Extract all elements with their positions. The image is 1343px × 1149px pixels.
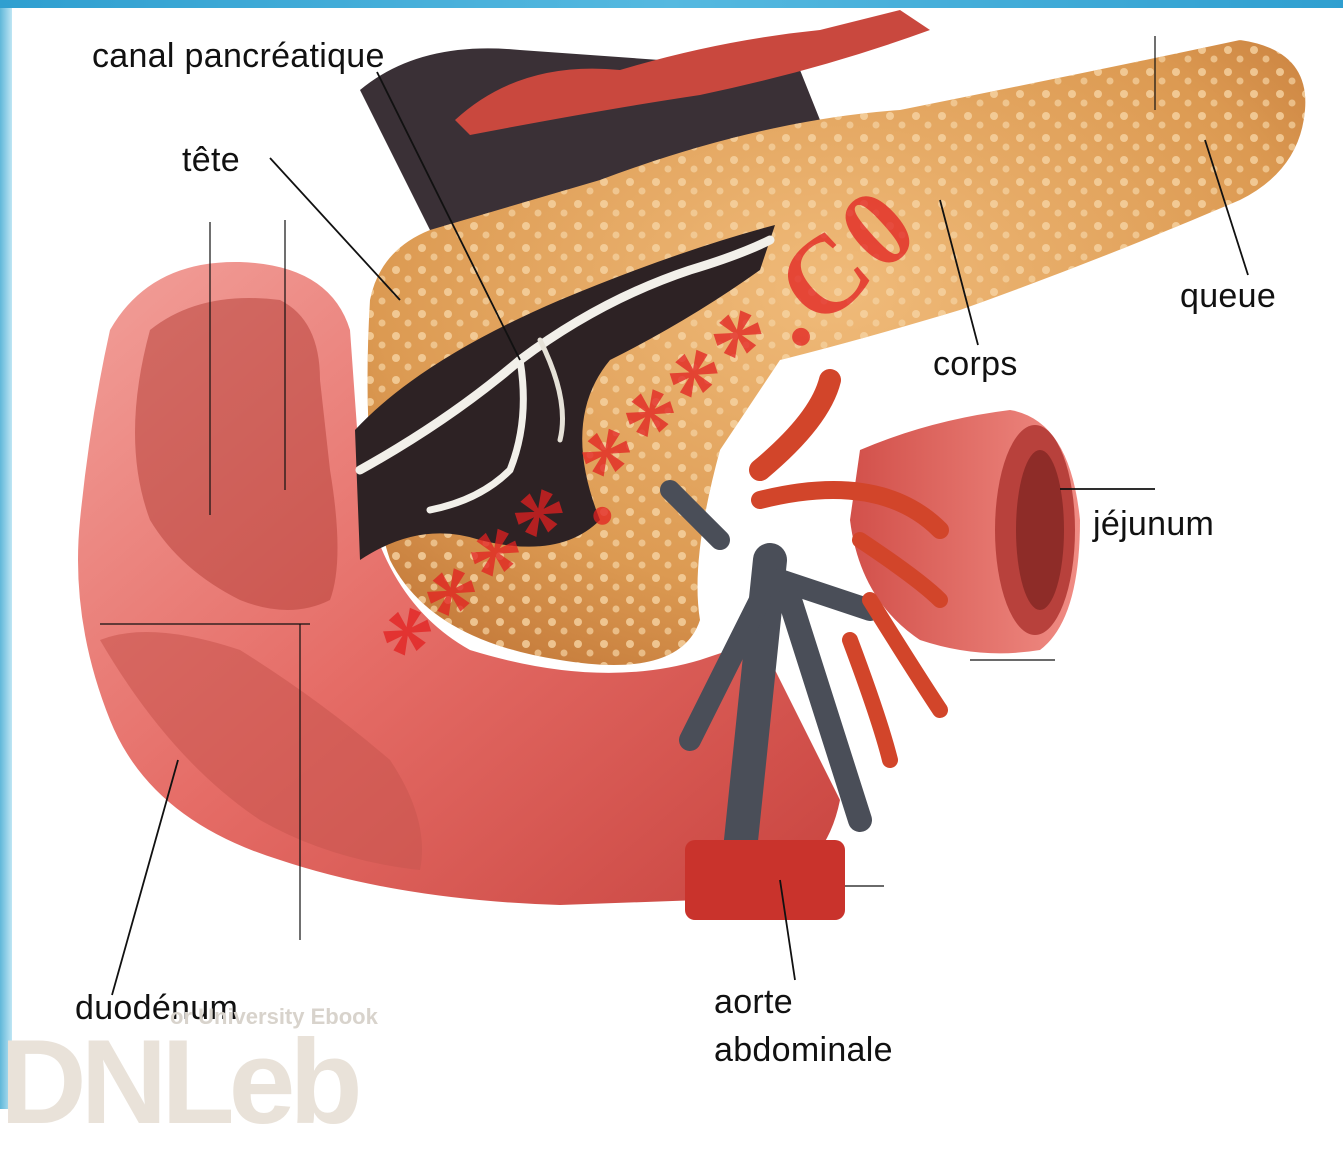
label-tete: tête (182, 142, 240, 178)
label-canal-pancreatique: canal pancréatique (92, 38, 385, 74)
jejunum-lumen (1016, 450, 1064, 610)
label-abdominale: abdominale (714, 1032, 893, 1068)
label-aorte: aorte (714, 984, 793, 1020)
label-jejunum: jéjunum (1093, 506, 1214, 542)
label-corps: corps (933, 346, 1018, 382)
abdominal-aorta (685, 840, 845, 920)
logo: DNLeb (0, 1032, 357, 1132)
label-queue: queue (1180, 278, 1276, 314)
